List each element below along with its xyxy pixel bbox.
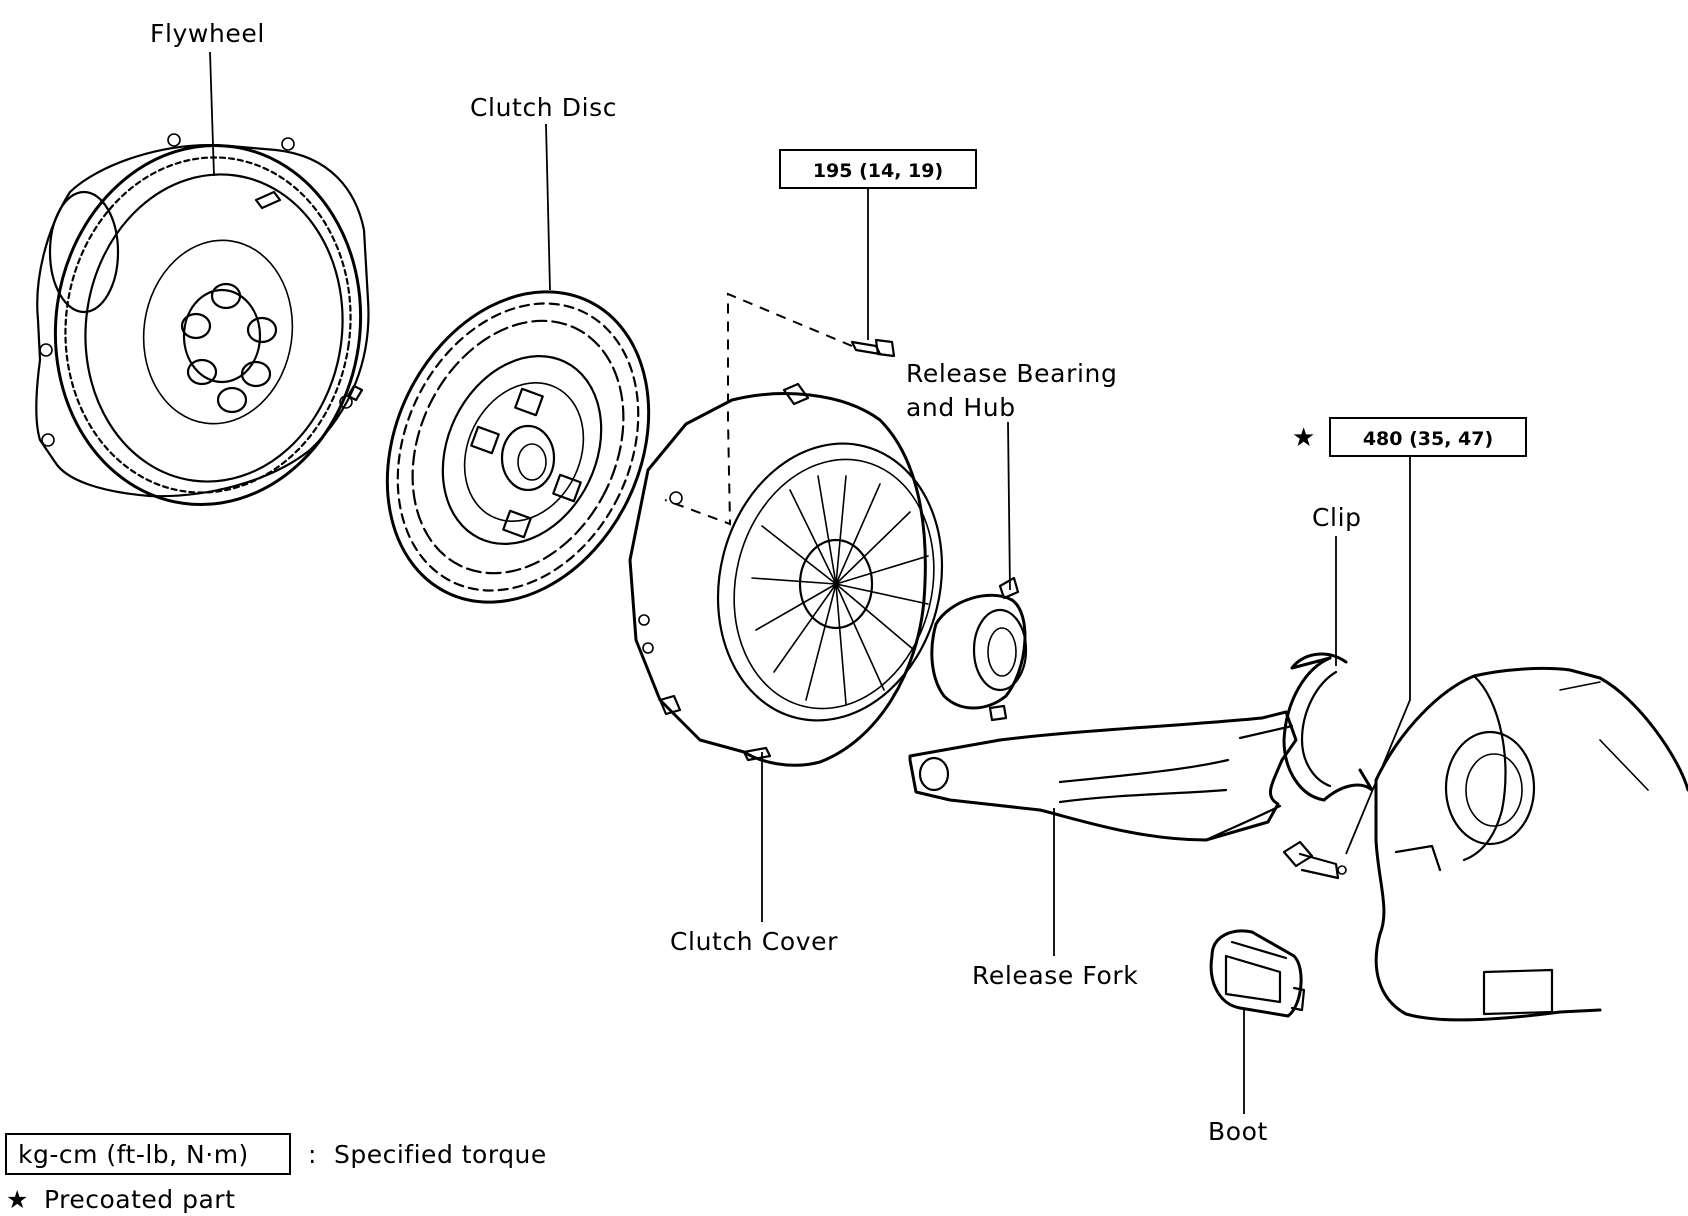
boot-part	[1209, 929, 1306, 1018]
release-fork-part	[908, 710, 1298, 842]
release-fork-label: Release Fork	[972, 961, 1138, 990]
flywheel-label: Flywheel	[150, 19, 265, 48]
fork-pivot-stud	[1282, 840, 1347, 880]
clutch-cover-part	[628, 382, 944, 767]
torque-value-195: 195 (14, 19)	[813, 160, 943, 182]
clip-label: Clip	[1312, 503, 1362, 532]
boot-label: Boot	[1208, 1117, 1268, 1146]
clutch-disc-part	[385, 290, 651, 604]
clip-part	[1282, 652, 1374, 802]
flywheel-part	[35, 133, 370, 506]
release-bearing-label-line2: and Hub	[906, 393, 1016, 422]
clutch-cover-bolt	[850, 338, 896, 358]
bolt-alignment-dashed-line	[664, 292, 853, 526]
legend-torque-box	[5, 1133, 291, 1175]
release-bearing-label-line1: Release Bearing	[906, 359, 1117, 388]
transmission-housing-part	[1374, 666, 1688, 1022]
clutch-disc-leader	[545, 123, 551, 291]
legend-torque-units: kg-cm (ft-lb, N·m)	[18, 1140, 249, 1169]
flywheel-leader	[209, 51, 215, 177]
bolt-480-leader	[1345, 456, 1411, 855]
torque-box-480: 480 (35, 47)	[1329, 417, 1527, 457]
legend-star-icon: ★	[6, 1185, 29, 1214]
release-bearing-leader	[1007, 421, 1011, 591]
clutch-disc-label: Clutch Disc	[470, 93, 617, 122]
legend-torque-text: Specified torque	[334, 1140, 547, 1169]
torque-box-195: 195 (14, 19)	[779, 149, 977, 189]
legend-colon: :	[308, 1140, 317, 1169]
legend-precoated-text: Precoated part	[44, 1185, 235, 1214]
torque-value-480: 480 (35, 47)	[1363, 428, 1493, 450]
legend: kg-cm (ft-lb, N·m) : Specified torque ★ …	[5, 1133, 547, 1214]
release-bearing-part	[930, 576, 1028, 722]
precoated-star-icon: ★	[1292, 423, 1315, 453]
clutch-cover-label: Clutch Cover	[670, 927, 838, 956]
